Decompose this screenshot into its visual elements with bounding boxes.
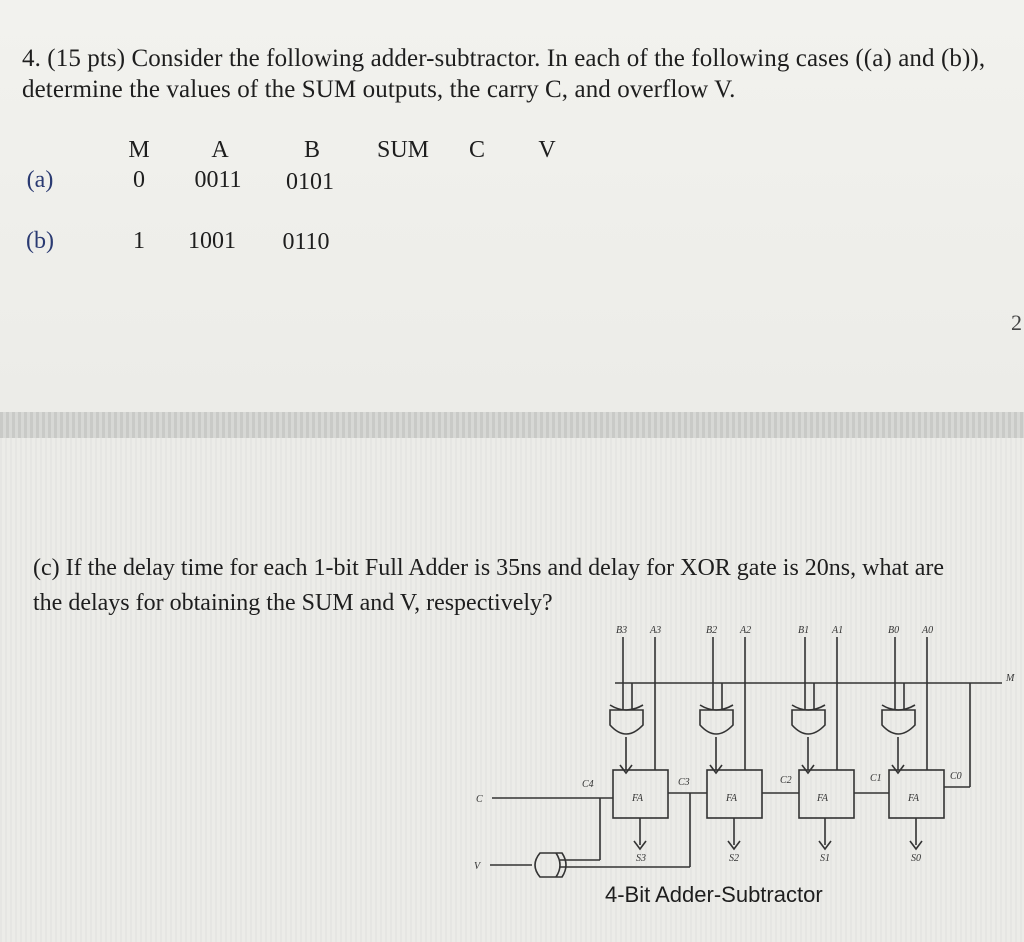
label-s2: S2 xyxy=(729,853,739,864)
part-c-line-2: the delays for obtaining the SUM and V, … xyxy=(33,590,553,616)
row-a-b: 0101 xyxy=(286,169,334,195)
label-v-output: V xyxy=(474,861,482,872)
fa-label-0: FA xyxy=(907,793,920,804)
row-b-a: 1001 xyxy=(188,228,236,254)
row-a-a: 0011 xyxy=(194,167,242,193)
header-c: C xyxy=(468,137,485,163)
label-s0: S0 xyxy=(911,853,921,864)
label-c4: C4 xyxy=(582,779,594,790)
row-b-label: (b) xyxy=(26,228,54,254)
label-a3: A3 xyxy=(649,625,661,636)
label-b2: B2 xyxy=(706,625,717,636)
xor-gate-1 xyxy=(791,709,826,735)
label-b3: B3 xyxy=(616,625,627,636)
header-b: B xyxy=(303,137,320,163)
fa-label-3: FA xyxy=(631,793,644,804)
label-c0: C0 xyxy=(950,771,962,782)
row-b-m: 1 xyxy=(133,228,145,254)
adder-subtractor-diagram: B3 A3 B2 A2 B1 A1 B0 A0 FA FA FA FA C4 C… xyxy=(474,625,1015,878)
row-a-label: (a) xyxy=(26,167,54,193)
header-sum: SUM xyxy=(376,137,430,163)
question-line-1: 4. (15 pts) Consider the following adder… xyxy=(22,45,986,72)
label-a0: A0 xyxy=(921,625,933,636)
xor-gate-0 xyxy=(881,709,916,735)
label-m-input: M xyxy=(1005,673,1015,684)
label-b1: B1 xyxy=(798,625,809,636)
label-c3: C3 xyxy=(678,777,690,788)
label-b0: B0 xyxy=(888,625,899,636)
label-c2: C2 xyxy=(780,775,792,786)
diagram-caption: 4-Bit Adder-Subtractor xyxy=(605,882,823,907)
row-a-m: 0 xyxy=(133,167,145,193)
fa-label-1: FA xyxy=(816,793,829,804)
page-number: 2 xyxy=(1011,310,1022,335)
label-a2: A2 xyxy=(739,625,751,636)
full-adder-1 xyxy=(798,769,855,819)
paper-top xyxy=(0,0,1024,412)
label-s3: S3 xyxy=(636,853,646,864)
page-fold-band xyxy=(0,412,1024,438)
xor-gate-2 xyxy=(699,709,734,735)
paper-bottom xyxy=(0,438,1024,942)
xor-gate-3 xyxy=(609,709,644,735)
label-c1: C1 xyxy=(870,773,882,784)
header-v: V xyxy=(538,137,556,163)
label-s1: S1 xyxy=(820,853,830,864)
header-m: M xyxy=(128,137,150,163)
fa-label-2: FA xyxy=(725,793,738,804)
label-c-output: C xyxy=(476,794,483,805)
row-b-b: 0110 xyxy=(282,229,330,255)
header-a: A xyxy=(211,137,229,163)
question-line-2: determine the values of the SUM outputs,… xyxy=(22,76,736,103)
label-a1: A1 xyxy=(831,625,843,636)
part-c-line-1: (c) If the delay time for each 1-bit Ful… xyxy=(33,555,945,581)
overflow-xor-gate xyxy=(534,852,567,878)
